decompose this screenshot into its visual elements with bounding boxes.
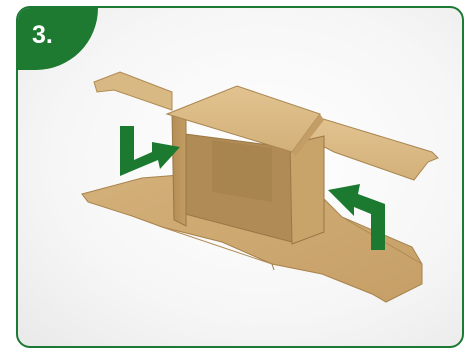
- left-side-wall: [172, 114, 186, 226]
- left-fold-arrow-icon: [120, 126, 180, 176]
- instruction-panel: 3.: [16, 6, 464, 348]
- left-top-flap: [94, 72, 172, 110]
- box-assembly-illustration: [18, 8, 462, 346]
- step-number: 3.: [32, 21, 53, 50]
